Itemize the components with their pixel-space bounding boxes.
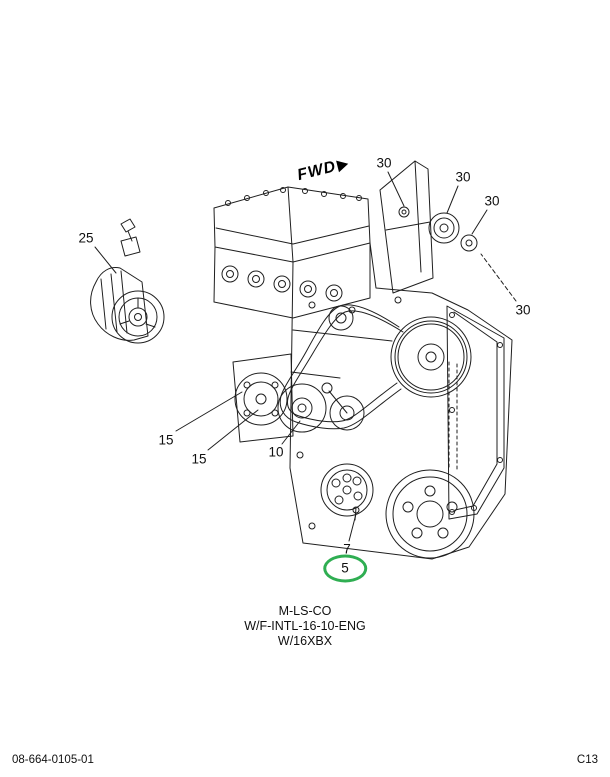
- callout-30-2: 30: [455, 169, 471, 185]
- callout-label: 5: [341, 560, 349, 576]
- mount-bracket-idlers-drawing: [379, 160, 478, 294]
- callout-5[interactable]: 5: [322, 554, 367, 582]
- caption-line-2: W/F-INTL-16-10-ENG: [244, 619, 366, 633]
- callout-30-1: 30: [376, 155, 392, 171]
- callout-30-3: 30: [484, 193, 500, 209]
- caption-line-1: M-LS-CO: [278, 604, 332, 618]
- alternator-bracket-drawing: [232, 353, 294, 443]
- accessory-plate-drawing: [320, 463, 374, 521]
- valve-cover-drawing: [213, 186, 371, 263]
- pulleys-belt-drawing: [277, 304, 472, 433]
- engine-block-drawing: [289, 242, 513, 560]
- document-number: 08-664-0105-01: [12, 754, 94, 766]
- leader-lines: [94, 171, 517, 542]
- crank-damper-drawing: [385, 469, 475, 559]
- callout-25: 25: [78, 230, 94, 246]
- highlight-ellipse: [322, 554, 367, 582]
- callout-30-4: 30: [515, 302, 531, 318]
- callout-15-1: 15: [158, 432, 174, 448]
- ac-compressor-drawing: [90, 218, 165, 344]
- callout-15-2: 15: [191, 451, 207, 467]
- callout-7: 7: [343, 541, 351, 557]
- callout-10: 10: [268, 444, 284, 460]
- diagram-caption: M-LS-CO W/F-INTL-16-10-ENG W/16XBX: [0, 604, 610, 649]
- caption-line-3: W/16XBX: [277, 634, 333, 648]
- page-code: C13: [576, 754, 598, 766]
- cylinder-head-drawing: [213, 242, 371, 319]
